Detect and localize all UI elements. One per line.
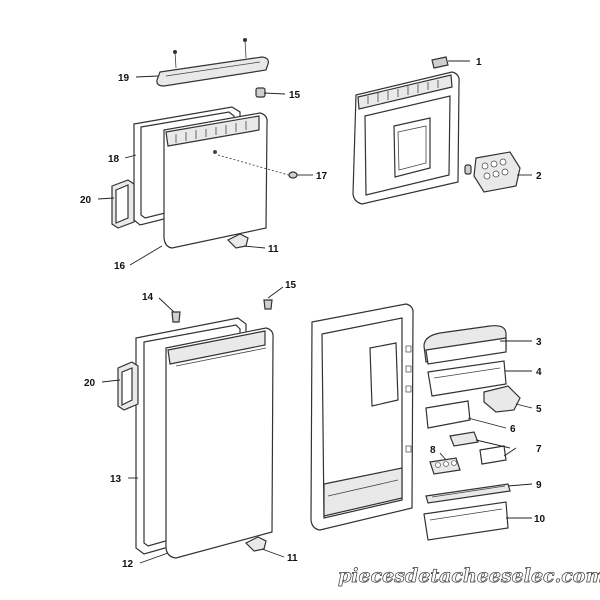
part-11-bottom-hinge (244, 536, 267, 552)
callout-7: 7 (536, 444, 542, 455)
callout-15-top: 15 (289, 90, 301, 101)
fridge-door-liner (310, 303, 414, 531)
part-15-screw (263, 299, 273, 310)
callout-9: 9 (536, 480, 542, 491)
callout-11-bottom: 11 (287, 553, 298, 564)
part-20-bottom-hinge (117, 361, 139, 411)
part-6-small-shelf (425, 400, 471, 429)
part-7-lid-upper (449, 431, 479, 447)
callout-6: 6 (510, 424, 516, 435)
callout-12: 12 (122, 559, 134, 570)
callout-19: 19 (118, 73, 130, 84)
part-15-top-cap (255, 87, 266, 98)
part-2-egg-tray (464, 151, 521, 193)
site-watermark: piecesdetacheeselec.com (338, 565, 600, 587)
part-9-bottle-retainer (425, 483, 511, 504)
part-1-clip (431, 56, 449, 69)
callout-11-top: 11 (268, 244, 279, 255)
part-11-top-hinge (226, 233, 249, 249)
part-10-bottle-shelf (423, 501, 509, 541)
callout-labels: 1 2 3 4 5 6 7 8 9 10 11 11 12 13 14 15 1… (80, 57, 546, 570)
part-8-egg-holder (429, 457, 461, 475)
callout-10: 10 (534, 514, 546, 525)
callout-20-top: 20 (80, 195, 92, 206)
callout-1: 1 (476, 57, 482, 68)
callout-13: 13 (110, 474, 122, 485)
callout-17: 17 (316, 171, 328, 182)
callout-5: 5 (536, 404, 542, 415)
part-7-lid-lower (479, 445, 507, 465)
leader-lines (97, 60, 533, 564)
part-19-handle-trim (156, 56, 269, 87)
callout-15-bottom: 15 (285, 280, 297, 291)
callout-20-bottom: 20 (84, 378, 96, 389)
callout-14: 14 (142, 292, 154, 303)
part-14-screw (171, 311, 181, 323)
screw-19-left (173, 50, 177, 69)
callout-3: 3 (536, 337, 542, 348)
callout-2: 2 (536, 171, 542, 182)
callout-16: 16 (114, 261, 126, 272)
part-20-top-hinge (111, 179, 135, 229)
callout-4: 4 (536, 367, 542, 378)
callout-8: 8 (430, 445, 436, 456)
part-12-fridge-door (165, 327, 274, 559)
part-3-dairy-compartment (423, 325, 507, 365)
callout-18: 18 (108, 154, 120, 165)
part-5-bottle-holder (483, 385, 521, 413)
screw-19-right (243, 38, 247, 59)
part-16-freezer-door (163, 112, 268, 249)
part-4-door-shelf (427, 360, 507, 397)
freezer-door-liner (352, 71, 460, 205)
